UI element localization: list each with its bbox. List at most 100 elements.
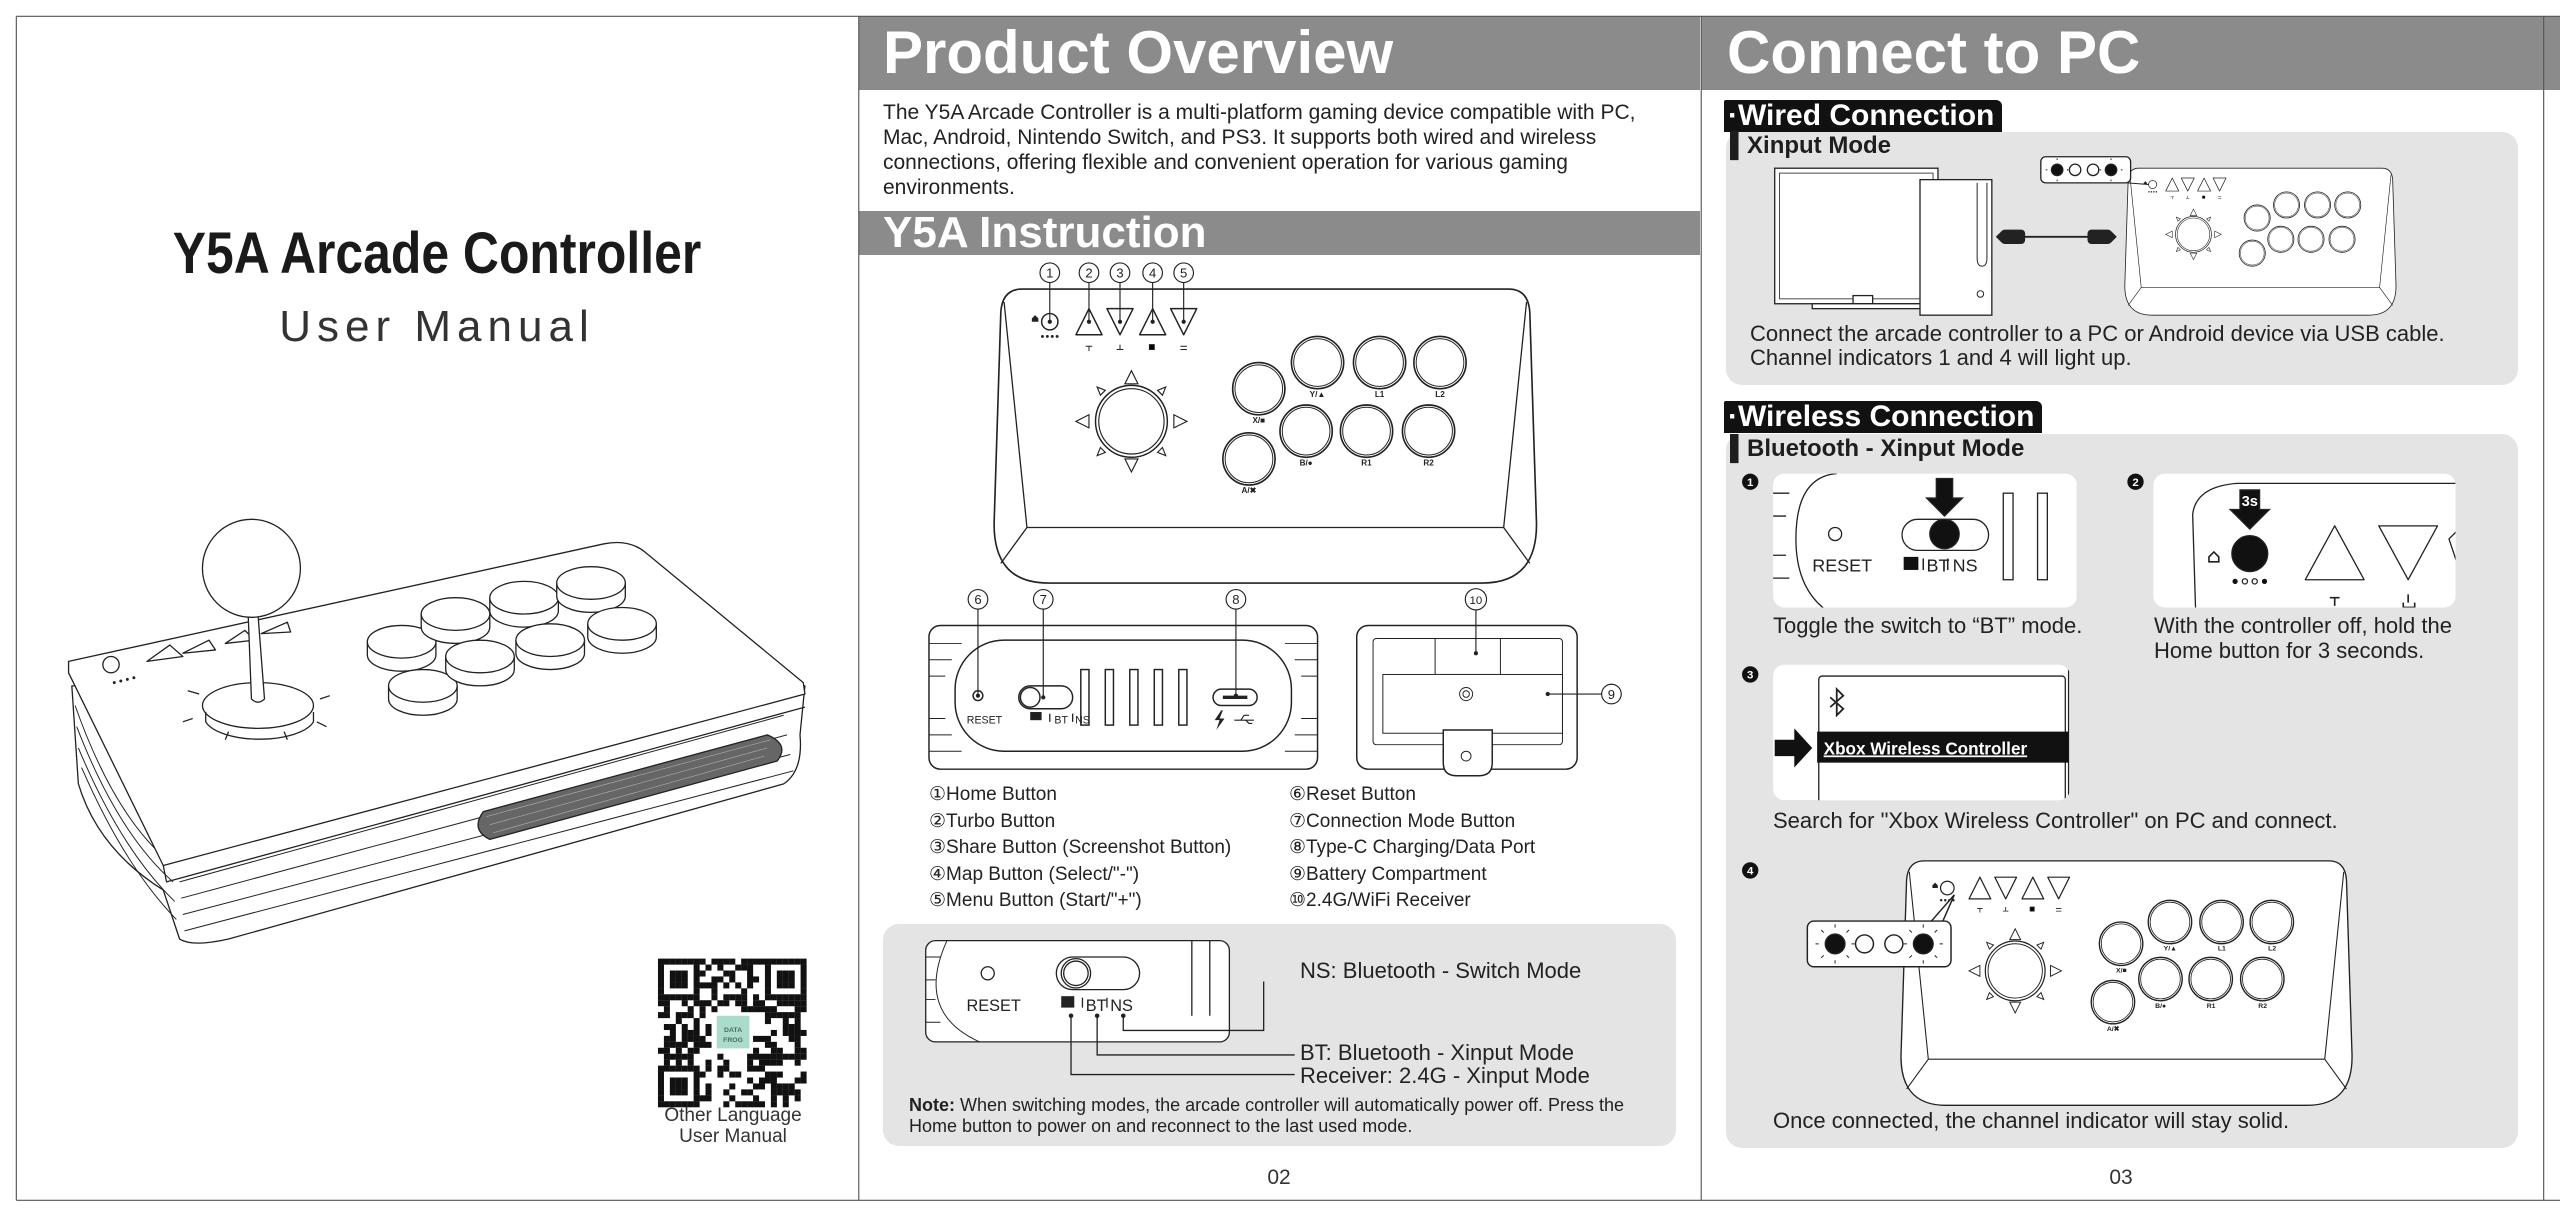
note-text: When switching modes, the arcade control… — [909, 1095, 1624, 1136]
qr-module — [723, 1059, 730, 1066]
qr-module — [681, 1000, 688, 1007]
qr-module — [675, 1059, 682, 1066]
qr-module — [800, 1077, 807, 1084]
qr-module — [753, 1095, 760, 1102]
qr-module — [699, 1071, 706, 1078]
qr-module — [753, 1053, 760, 1060]
qr-module — [776, 1047, 783, 1054]
legend-number: ⑨ — [1289, 863, 1307, 885]
qr-code — [657, 958, 807, 1108]
ns-label: NS — [1075, 714, 1090, 726]
legend-label: Connection Mode Button — [1306, 810, 1516, 832]
qr-module — [794, 1095, 801, 1102]
qr-module — [675, 970, 682, 977]
qr-module — [764, 988, 771, 995]
qr-module — [687, 1053, 694, 1060]
qr-module — [735, 982, 742, 989]
qr-module — [693, 1035, 700, 1042]
qr-module — [681, 970, 688, 977]
qr-module — [699, 1000, 706, 1007]
qr-module — [741, 964, 748, 971]
qr-module — [717, 1065, 724, 1072]
qr-module — [800, 1029, 807, 1036]
callout-4: 4 — [1149, 266, 1156, 281]
legend-item: ⑦Connection Mode Button — [1289, 809, 1535, 836]
qr-module — [693, 964, 700, 971]
qr-module — [764, 1077, 771, 1084]
qr-module — [657, 1000, 664, 1007]
qr-module — [657, 1077, 664, 1084]
qr-module — [753, 976, 760, 983]
qr-module — [747, 982, 754, 989]
legend-number: ④ — [929, 863, 947, 885]
qr-logo-text-2: FROG — [723, 1037, 743, 1044]
bt-label: BT — [1054, 714, 1068, 726]
qr-module — [723, 958, 730, 965]
qr-module — [747, 970, 754, 977]
qr-module — [794, 1006, 801, 1013]
qr-module — [770, 1047, 777, 1054]
qr-module — [770, 1095, 777, 1102]
qr-module — [699, 970, 706, 977]
qr-module — [669, 1077, 676, 1084]
button-label-l2: L2 — [1435, 390, 1445, 399]
qr-module — [663, 1035, 670, 1042]
qr-module — [657, 1083, 664, 1090]
callout-9: 9 — [1608, 687, 1615, 702]
button-label-x: X/■ — [1252, 416, 1265, 425]
qr-module — [729, 1083, 736, 1090]
qr-module — [681, 1012, 688, 1019]
page-number-03: 03 — [2109, 1166, 2133, 1189]
qr-module — [753, 1083, 760, 1090]
qr-module — [723, 982, 730, 989]
qr-module — [693, 1089, 700, 1096]
qr-module — [782, 1012, 789, 1019]
qr-module — [669, 1083, 676, 1090]
qr-caption-2: User Manual — [679, 1126, 787, 1147]
qr-module — [782, 1029, 789, 1036]
qr-module — [729, 976, 736, 983]
button-label-a: A/✖ — [1241, 486, 1256, 495]
controller-top-view — [993, 288, 1538, 584]
qr-module — [723, 994, 730, 1001]
button-label-y: Y/▲ — [1310, 390, 1326, 399]
qr-module — [776, 970, 783, 977]
qr-module — [681, 994, 688, 1001]
qr-module — [764, 1012, 771, 1019]
qr-module — [657, 1071, 664, 1078]
legend-number: ③ — [929, 837, 947, 859]
battery-compartment — [1382, 673, 1563, 734]
qr-module — [770, 1077, 777, 1084]
qr-module — [681, 1083, 688, 1090]
qr-module — [770, 1053, 777, 1060]
qr-module — [753, 1006, 760, 1013]
qr-module — [782, 970, 789, 977]
legend-label: Type-C Charging/Data Port — [1306, 837, 1536, 859]
qr-module — [693, 1023, 700, 1031]
qr-module — [657, 1012, 664, 1019]
qr-module — [681, 1053, 688, 1060]
qr-module — [693, 1065, 700, 1072]
qr-module — [675, 1077, 682, 1084]
qr-module — [687, 1029, 694, 1036]
legend-item: ③Share Button (Screenshot Button) — [929, 835, 1231, 862]
qr-module — [794, 1041, 801, 1048]
qr-module — [729, 1071, 736, 1078]
qr-module — [758, 1059, 766, 1066]
qr-module — [693, 1071, 700, 1078]
controller-side-view — [928, 624, 1319, 770]
qr-module — [782, 1000, 789, 1007]
qr-module — [758, 1006, 766, 1013]
legend-label: Reset Button — [1306, 784, 1416, 805]
qr-module — [747, 1006, 754, 1013]
qr-module — [758, 958, 766, 965]
qr-module — [788, 970, 795, 977]
qr-module — [764, 958, 771, 965]
qr-module — [681, 1035, 688, 1042]
qr-module — [753, 994, 760, 1001]
qr-module — [800, 994, 807, 1001]
wireless-connection-tab: ·Wireless Connection — [1724, 401, 2043, 433]
qr-module — [657, 1065, 664, 1072]
qr-module — [723, 1000, 730, 1007]
qr-module — [753, 958, 760, 965]
